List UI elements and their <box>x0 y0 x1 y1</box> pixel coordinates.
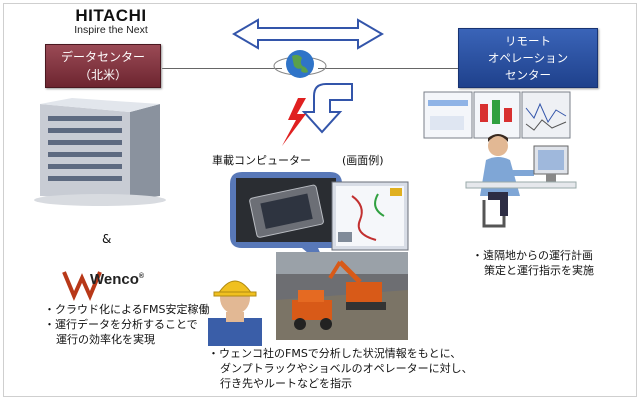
mining-site-photo <box>276 252 408 340</box>
screen-example-panel <box>331 181 409 251</box>
data-center-region: （北米） <box>78 68 127 82</box>
connection-line-left <box>162 68 282 69</box>
diagram-frame <box>3 3 637 397</box>
operator-bullets: ・ウェンコ社のFMSで分析した状況情報をもとに、 ダンプトラックやショベルのオペ… <box>208 346 473 391</box>
screen-example-label: (画面例) <box>342 154 384 167</box>
remote-center-line2: オペレーション <box>487 51 569 65</box>
bullet-item: 運行の効率化を実現 <box>56 333 155 346</box>
connection-line-right <box>318 68 458 69</box>
down-arrow-icon <box>301 83 353 134</box>
and-label: & <box>102 232 112 246</box>
lightning-icon <box>282 98 306 146</box>
data-center-box: データセンター （北米） <box>45 44 161 88</box>
remote-bullets: ・遠隔地からの運行計画 策定と運行指示を実施 <box>472 248 594 278</box>
onboard-computer-label: 車載コンピューター <box>212 154 311 167</box>
bullet-item: ・運行データを分析することで <box>44 318 198 331</box>
speech-bubble <box>230 172 342 270</box>
bullet-item: ・遠隔地からの運行計画 <box>472 249 593 262</box>
hitachi-logo: HITACHI Inspire the Next <box>56 6 166 36</box>
bullet-item: 策定と運行指示を実施 <box>484 264 594 277</box>
remote-operation-center-box: リモート オペレーション センター <box>458 28 598 88</box>
hitachi-logo-text: HITACHI <box>75 6 147 25</box>
desk-operator-icon <box>465 134 577 228</box>
bidirectional-arrow-icon <box>232 18 384 50</box>
wenco-logo-text: Wenco® <box>90 271 145 288</box>
monitor-wall-icon <box>423 91 571 139</box>
remote-center-line3: センター <box>505 68 551 82</box>
bullet-item: ダンプトラックやショベルのオペレーターに対し、 <box>220 362 473 375</box>
worker-icon <box>208 280 262 346</box>
wenco-logo-icon <box>62 271 102 302</box>
bullet-item: ・クラウド化によるFMS安定稼働 <box>44 303 210 316</box>
bullet-item: ・ウェンコ社のFMSで分析した状況情報をもとに、 <box>208 347 462 360</box>
globe-icon <box>273 50 327 78</box>
office-building-icon <box>34 98 166 206</box>
hitachi-tagline: Inspire the Next <box>74 24 148 36</box>
data-center-label: データセンター <box>60 50 145 64</box>
remote-center-line1: リモート <box>505 34 551 48</box>
wenco-bullets: ・クラウド化によるFMS安定稼働 ・運行データを分析することで 運行の効率化を実… <box>44 302 209 347</box>
bullet-item: 行き先やルートなどを指示 <box>220 377 352 390</box>
